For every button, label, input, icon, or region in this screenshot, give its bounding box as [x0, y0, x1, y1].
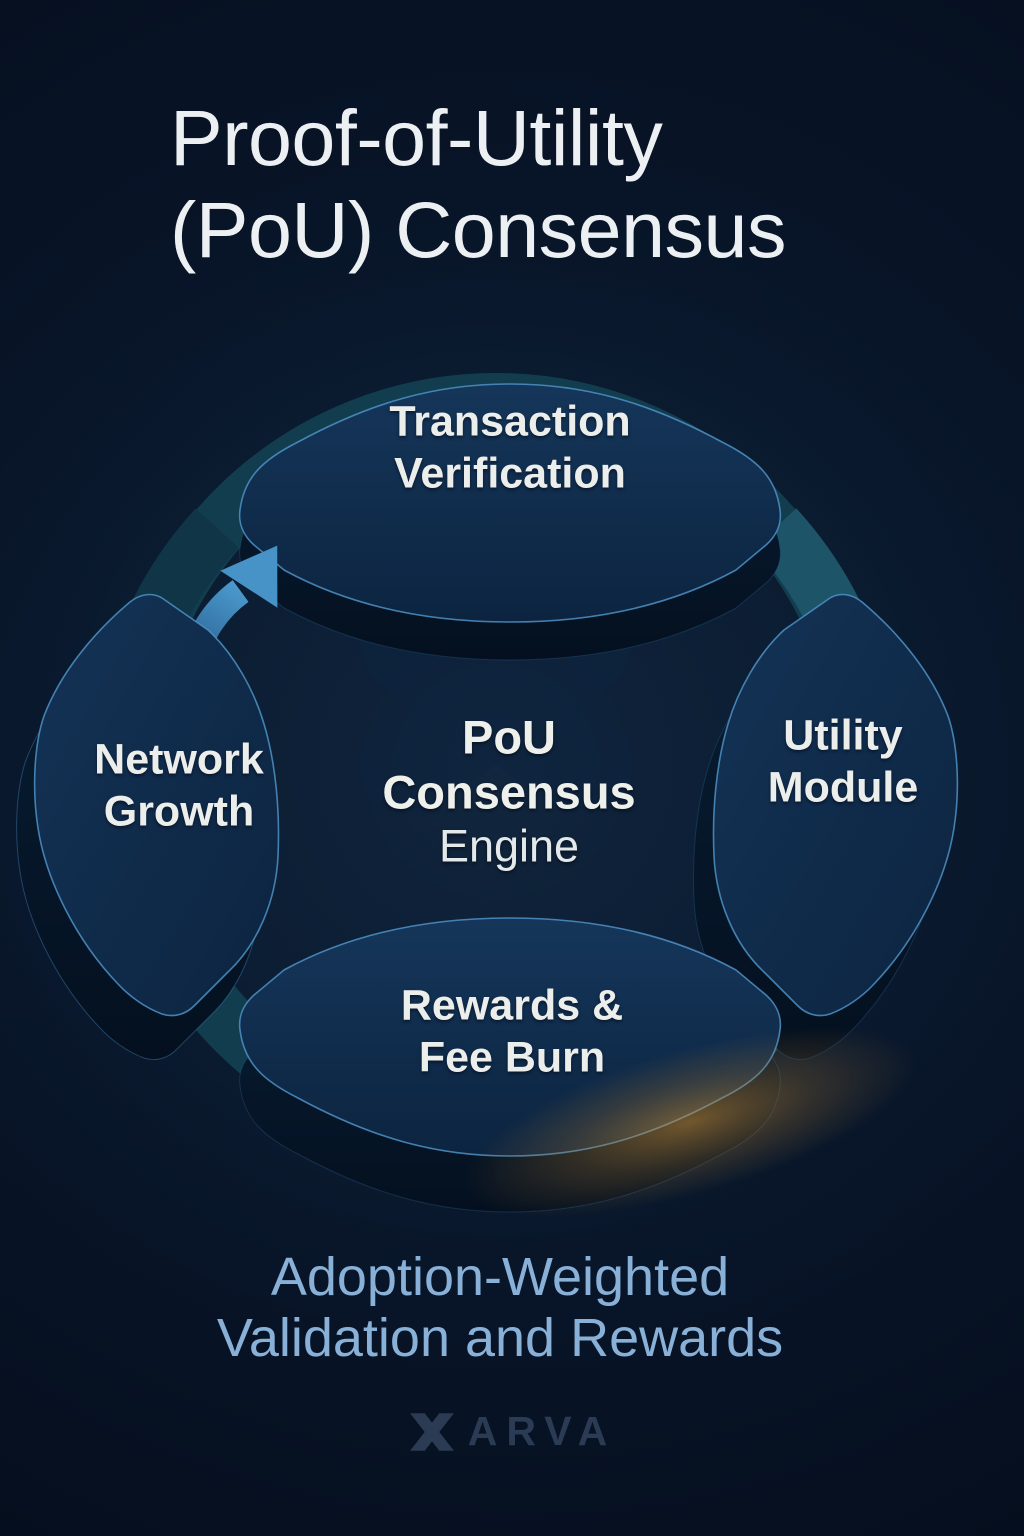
hub-label-line1: PoU [462, 710, 556, 764]
label-left-line2: Growth [103, 788, 255, 836]
label-bottom-line2: Fee Burn [418, 1034, 606, 1082]
segment-network-growth [16, 593, 280, 1061]
segment-label-network-growth: Network Growth [94, 734, 264, 839]
amber-burn-glow [463, 1027, 917, 1217]
x-logo-icon [409, 1412, 454, 1451]
segment-right-face [712, 593, 959, 1017]
label-bottom-line1: Rewards & [400, 981, 624, 1030]
segment-transaction-verification [238, 383, 782, 661]
segment-label-transaction-verification: Transaction Verification [389, 396, 630, 501]
label-right-line2: Module [767, 764, 919, 812]
segment-label-utility-module: Utility Module [768, 710, 918, 815]
xarva-logo: ARVA [0, 1408, 1024, 1455]
brand-text: ARVA [467, 1408, 617, 1454]
segment-top-face [238, 383, 782, 623]
segment-utility-module [693, 593, 959, 1061]
label-top-line1: Transaction [389, 397, 631, 446]
hub-label-line2: Consensus [382, 765, 636, 819]
hub-label-pou-consensus-engine: PoU Consensus Engine [382, 711, 635, 874]
segment-label-rewards-fee-burn: Rewards & Fee Burn [401, 980, 623, 1085]
page-title-line2: (PoU) Consensus [170, 185, 786, 275]
label-left-line1: Network [94, 735, 264, 784]
caption-line1: Adoption-Weighted [270, 1247, 730, 1307]
page-title-line1: Proof-of-Utility [170, 93, 663, 182]
caption-adoption-weighted: Adoption-Weighted Validation and Rewards [0, 1247, 1000, 1369]
label-top-line2: Verification [394, 450, 626, 498]
page-title: Proof-of-Utility (PoU) Consensus [170, 92, 786, 277]
hub-label-line3: Engine [438, 820, 580, 872]
segment-rewards-fee-burn [238, 917, 917, 1217]
segment-left-face [33, 593, 280, 1017]
label-right-line1: Utility [783, 711, 903, 760]
caption-line2: Validation and Rewards [216, 1308, 784, 1369]
